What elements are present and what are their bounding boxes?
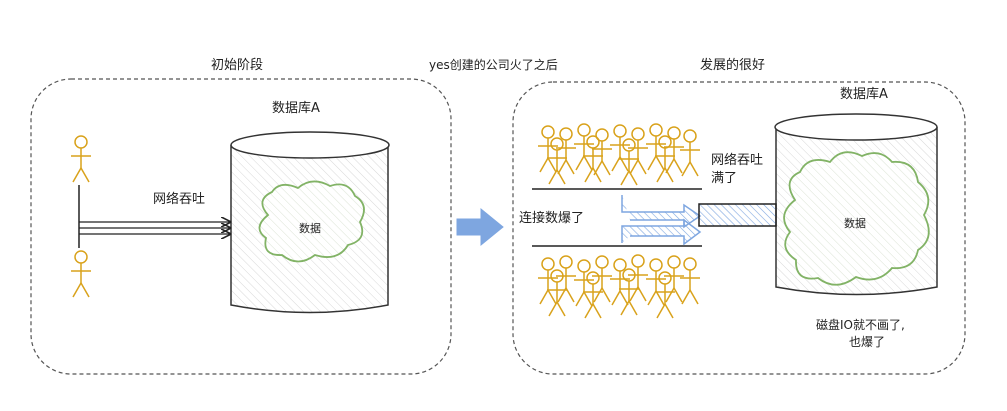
crowd-top: [537, 123, 701, 186]
right-network-label-line2: 满了: [711, 171, 738, 186]
right-cloud-label: 数据: [844, 217, 866, 230]
disk-label-line1: 磁盘IO就不画了,: [816, 318, 905, 332]
left-person-1: [70, 135, 92, 183]
connection-arrows: [621, 195, 702, 246]
right-data-cloud: [783, 151, 930, 286]
pipe-lines: [532, 188, 702, 247]
right-panel-title: 发展的很好: [700, 58, 766, 73]
left-person-2: [70, 250, 92, 298]
left-panel-frame: [30, 78, 452, 375]
left-data-cloud: [258, 180, 365, 263]
left-panel-title: 初始阶段: [211, 58, 264, 73]
left-network-label: 网络吞吐: [153, 192, 206, 207]
transition-arrow: [456, 207, 504, 247]
connections-label: 连接数爆了: [519, 211, 585, 226]
crowd-bottom: [537, 254, 701, 319]
right-panel-frame: [512, 81, 966, 375]
disk-label-line2: 也爆了: [849, 335, 886, 349]
left-cloud-label: 数据: [299, 222, 321, 235]
left-connection-lines: [78, 185, 230, 248]
right-network-label-line1: 网络吞吐: [711, 153, 764, 168]
right-db-label: 数据库A: [840, 87, 888, 102]
middle-caption: yes创建的公司火了之后: [429, 58, 558, 72]
saturated-pipe: [698, 203, 777, 227]
left-db-label: 数据库A: [272, 101, 320, 116]
